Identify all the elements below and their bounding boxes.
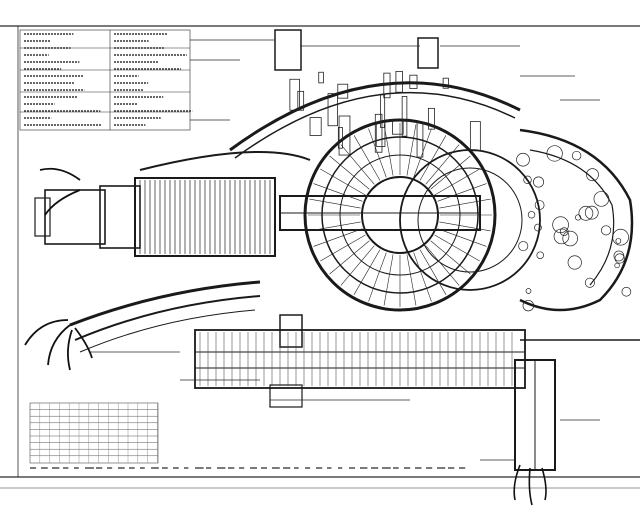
annotation-table-text xyxy=(24,33,193,126)
data-grid xyxy=(29,402,159,464)
sheet-border xyxy=(0,25,640,489)
annotation-table xyxy=(19,29,191,131)
right-claw xyxy=(513,464,547,506)
data-grid-lines xyxy=(30,403,158,463)
dimension-leader-lines xyxy=(90,39,600,461)
machine-detail-hatching xyxy=(139,71,632,386)
left-claw xyxy=(24,167,93,371)
